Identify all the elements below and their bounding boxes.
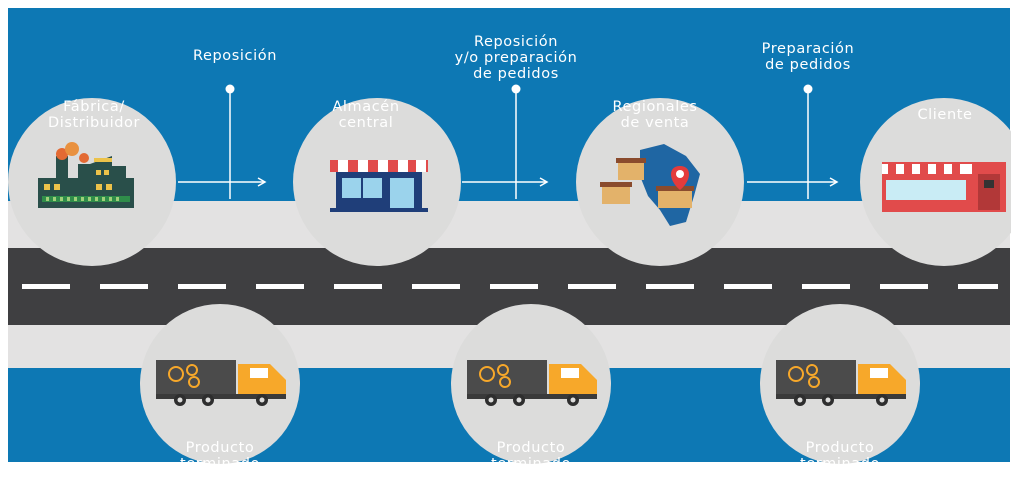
step-label-2-line2: y/o preparación bbox=[454, 50, 578, 66]
truck-bubble-1 bbox=[140, 304, 300, 464]
step-label-2: Reposición y/o preparación de pedidos bbox=[441, 34, 591, 82]
truck-label-1-line1: Producto bbox=[185, 440, 255, 456]
delivery-truck-icon bbox=[467, 360, 597, 406]
truck-bubble-3 bbox=[760, 304, 920, 464]
step-label-2-line3: de pedidos bbox=[473, 66, 559, 82]
node-fabrica bbox=[8, 98, 176, 266]
step-label-1: Reposición bbox=[170, 48, 300, 64]
node-label-fabrica: Fábrica/ Distribuidor bbox=[24, 99, 164, 131]
sidewalk-top bbox=[8, 201, 1010, 248]
node-cliente bbox=[860, 98, 1011, 266]
step-label-2-line1: Reposición bbox=[473, 34, 559, 50]
delivery-truck-icon bbox=[156, 360, 286, 406]
node-label-cliente: Cliente bbox=[900, 107, 990, 123]
node-label-regionales: Regionales de venta bbox=[590, 99, 720, 131]
node-label-almacen-line1: Almacén bbox=[332, 99, 400, 115]
truck-label-3-line1: Producto bbox=[805, 440, 875, 456]
node-label-almacen: Almacén central bbox=[316, 99, 416, 131]
regional-map-icon bbox=[600, 144, 700, 226]
node-label-regionales-line2: de venta bbox=[620, 115, 690, 131]
truck-bubble-2 bbox=[451, 304, 611, 464]
step-markers bbox=[225, 84, 813, 94]
shop-icon bbox=[882, 162, 1006, 212]
store-icon bbox=[330, 160, 428, 212]
truck-label-3-line2: terminado bbox=[799, 456, 881, 472]
node-label-fabrica-line1: Fábrica/ bbox=[63, 99, 125, 115]
node-label-almacen-line2: central bbox=[338, 115, 394, 131]
factory-icon bbox=[38, 142, 134, 208]
flow-connectors bbox=[178, 90, 839, 199]
road-dashes bbox=[22, 284, 998, 289]
node-label-regionales-line1: Regionales bbox=[612, 99, 698, 115]
step-label-3-line1: Preparación bbox=[761, 41, 855, 57]
truck-label-2-line1: Producto bbox=[496, 440, 566, 456]
truck-label-2-line2: terminado bbox=[490, 456, 572, 472]
node-label-fabrica-line2: Distribuidor bbox=[47, 115, 141, 131]
truck-label-1-line2: terminado bbox=[179, 456, 261, 472]
delivery-truck-icon bbox=[776, 360, 906, 406]
truck-label-1: Producto terminado bbox=[160, 440, 280, 472]
node-regionales bbox=[576, 98, 744, 266]
step-label-3: Preparación de pedidos bbox=[738, 41, 878, 73]
step-label-3-line2: de pedidos bbox=[765, 57, 851, 73]
truck-label-2: Producto terminado bbox=[471, 440, 591, 472]
step-label-1-line1: Reposición bbox=[192, 48, 278, 64]
node-almacen bbox=[293, 98, 461, 266]
node-label-cliente-line1: Cliente bbox=[917, 107, 973, 123]
truck-label-3: Producto terminado bbox=[780, 440, 900, 472]
